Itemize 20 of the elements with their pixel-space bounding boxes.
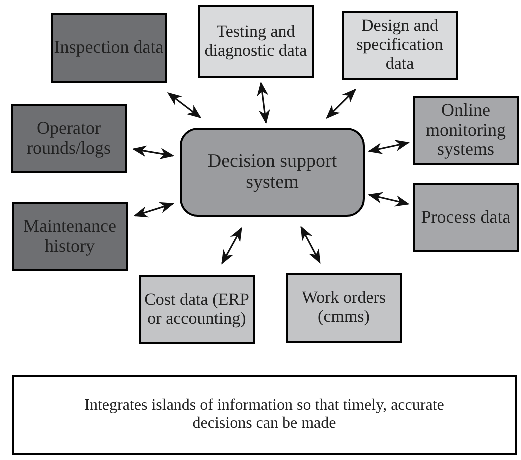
data-source-box: Maintenance history xyxy=(12,202,128,271)
data-source-box: Process data xyxy=(413,183,519,252)
data-source-box: Work orders (cmms) xyxy=(286,273,402,343)
data-source-box: Online monitoring systems xyxy=(413,96,519,165)
double-arrow xyxy=(167,92,202,118)
double-arrow xyxy=(222,227,242,265)
double-arrow xyxy=(326,88,356,120)
double-arrow xyxy=(132,146,175,160)
double-arrow xyxy=(300,226,321,264)
data-source-box: Operator rounds/logs xyxy=(11,104,127,173)
double-arrow xyxy=(368,140,410,154)
data-source-box: Design and specification data xyxy=(342,11,458,80)
system-box: Decision support system xyxy=(180,128,365,217)
double-arrow xyxy=(134,202,174,218)
note-box: Integrates islands of information so that timely, accurate decisions can be made xyxy=(12,375,517,455)
double-arrow xyxy=(368,192,410,207)
data-source-box: Testing and diagnostic data xyxy=(198,5,314,78)
data-source-box: Cost data (ERP or accounting) xyxy=(139,275,255,344)
data-source-box: Inspection data xyxy=(51,13,167,83)
double-arrow xyxy=(257,82,270,124)
